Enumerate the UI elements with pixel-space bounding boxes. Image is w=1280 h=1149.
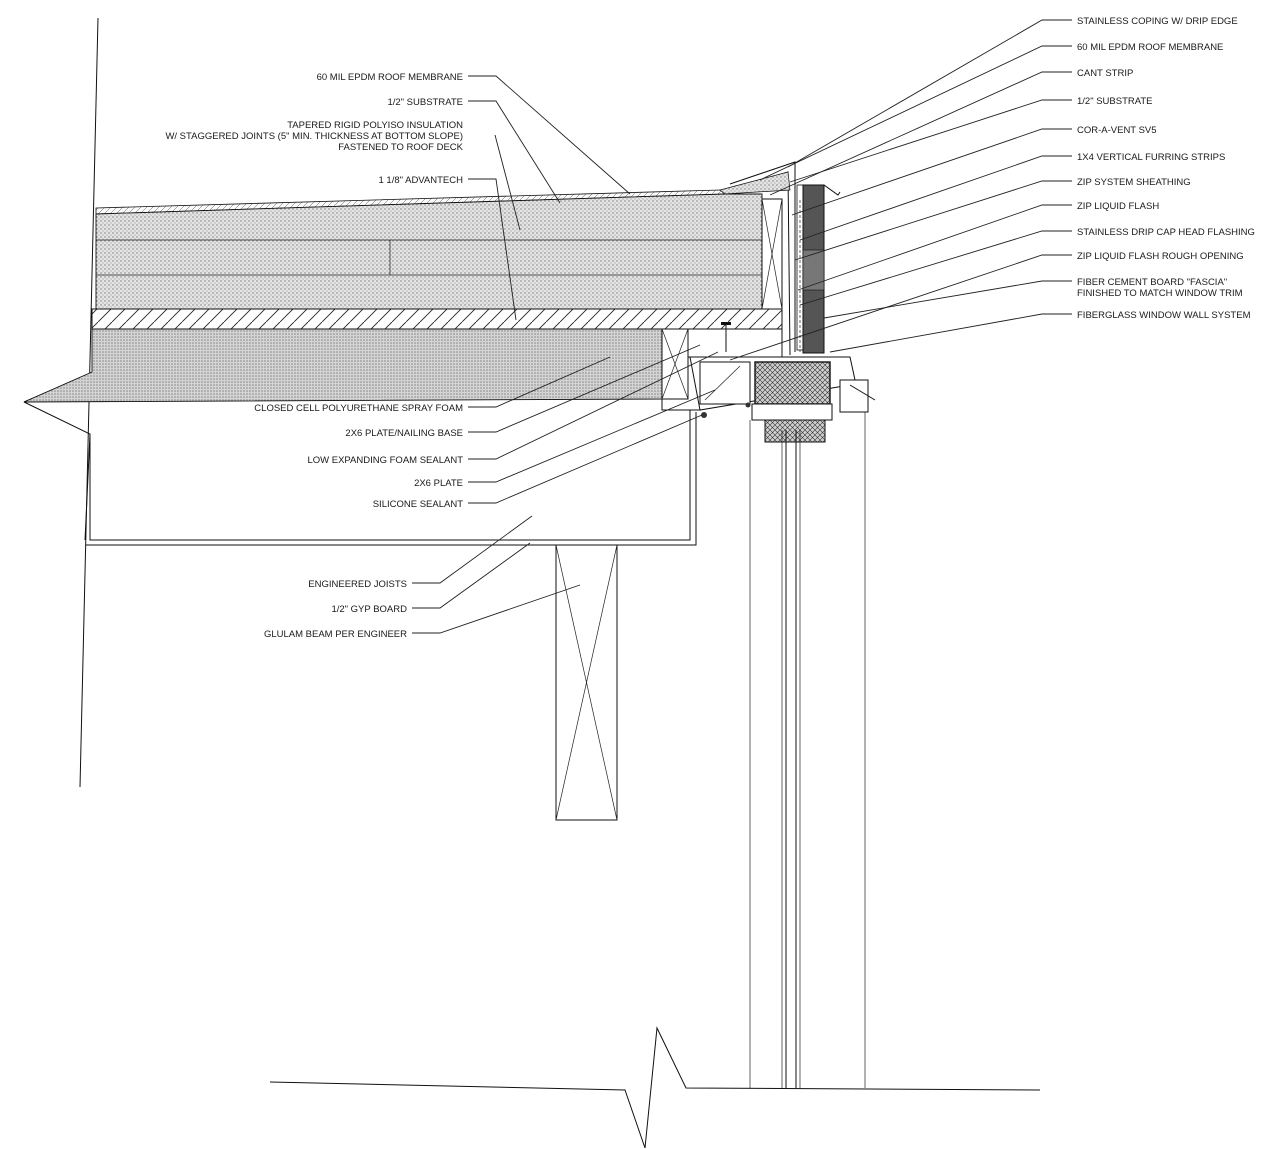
plate-2x6 bbox=[687, 328, 783, 358]
label-epdm-left: 60 MIL EPDM ROOF MEMBRANE bbox=[317, 72, 463, 83]
label-polyiso-line2: W/ STAGGERED JOINTS (5" MIN. THICKNESS A… bbox=[165, 131, 463, 142]
label-zip-rough: ZIP LIQUID FLASH ROUGH OPENING bbox=[1077, 251, 1244, 262]
parapet-cladding bbox=[719, 161, 841, 356]
label-silicone: SILICONE SEALANT bbox=[373, 499, 463, 510]
labels-right: STAINLESS COPING W/ DRIP EDGE 60 MIL EPD… bbox=[1077, 16, 1255, 321]
label-window: FIBERGLASS WINDOW WALL SYSTEM bbox=[1077, 310, 1251, 321]
label-zip-flash: ZIP LIQUID FLASH bbox=[1077, 201, 1159, 212]
label-plate: 2X6 PLATE bbox=[414, 478, 463, 489]
label-fascia-line1: FIBER CEMENT BOARD "FASCIA" bbox=[1077, 277, 1227, 288]
label-foam-sealant: LOW EXPANDING FOAM SEALANT bbox=[307, 455, 463, 466]
labels-left: 60 MIL EPDM ROOF MEMBRANE 1/2" SUBSTRATE… bbox=[165, 72, 463, 640]
leaders-left bbox=[412, 75, 719, 634]
spray-foam bbox=[23, 328, 663, 403]
label-zip-sheathing: ZIP SYSTEM SHEATHING bbox=[1077, 177, 1191, 188]
label-polyiso-line3: FASTENED TO ROOF DECK bbox=[338, 142, 463, 153]
label-coping: STAINLESS COPING W/ DRIP EDGE bbox=[1077, 16, 1238, 27]
label-plate-nailing: 2X6 PLATE/NAILING BASE bbox=[345, 428, 463, 439]
roof-assembly bbox=[23, 189, 783, 546]
label-substrate-right: 1/2" SUBSTRATE bbox=[1077, 96, 1153, 107]
label-fascia-line2: FINISHED TO MATCH WINDOW TRIM bbox=[1077, 288, 1243, 299]
floor-break-line bbox=[269, 1026, 1041, 1149]
label-substrate-left: 1/2" SUBSTRATE bbox=[387, 97, 463, 108]
label-spray-foam: CLOSED CELL POLYURETHANE SPRAY FOAM bbox=[254, 403, 463, 414]
window-head bbox=[689, 356, 876, 443]
label-furring: 1X4 VERTICAL FURRING STRIPS bbox=[1077, 152, 1225, 163]
label-polyiso-line1: TAPERED RIGID POLYISO INSULATION bbox=[287, 120, 463, 131]
advantech-deck bbox=[91, 308, 783, 330]
window-mullion bbox=[749, 412, 866, 1088]
label-joists: ENGINEERED JOISTS bbox=[308, 579, 407, 590]
label-epdm-right: 60 MIL EPDM ROOF MEMBRANE bbox=[1077, 42, 1223, 53]
leaders-right bbox=[729, 19, 1072, 361]
label-gyp: 1/2" GYP BOARD bbox=[331, 604, 407, 615]
label-glulam: GLULAM BEAM PER ENGINEER bbox=[264, 629, 407, 640]
label-vent: COR-A-VENT SV5 bbox=[1077, 125, 1157, 136]
polyiso-insulation bbox=[95, 193, 763, 310]
label-cant: CANT STRIP bbox=[1077, 68, 1133, 79]
label-drip-cap: STAINLESS DRIP CAP HEAD FLASHING bbox=[1077, 227, 1255, 238]
left-break-line bbox=[23, 17, 99, 788]
label-advantech: 1 1/8" ADVANTECH bbox=[378, 175, 463, 186]
glulam-beam bbox=[555, 544, 618, 821]
